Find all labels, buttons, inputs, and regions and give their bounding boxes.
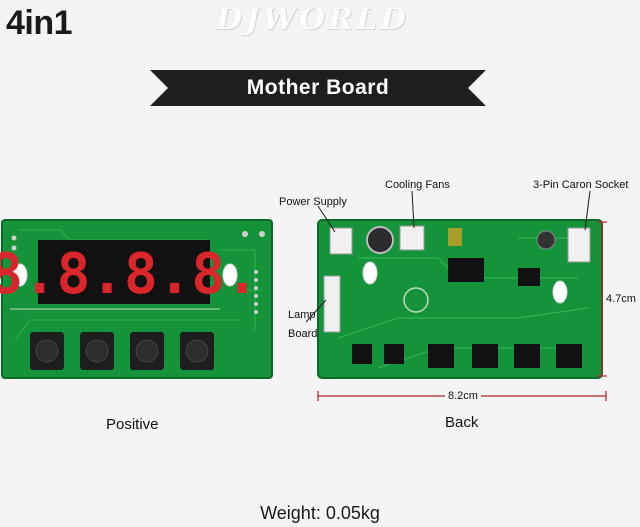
led-display: [38, 240, 210, 304]
front-pcb-image: 8.8.8.8.: [0, 219, 273, 379]
caption-positive: Positive: [106, 416, 159, 433]
label-caron-socket: 3-Pin Caron Socket: [533, 179, 629, 191]
dimension-height: 4.7cm: [606, 292, 636, 306]
led-digits: 8.8.8.8.: [0, 242, 259, 307]
label-power-supply: Power Supply: [279, 196, 347, 208]
dimension-width: 8.2cm: [445, 390, 481, 402]
page-title: 4in1: [6, 4, 73, 42]
dimension-lines: [317, 221, 607, 401]
caron-socket: [567, 227, 591, 263]
label-cooling-fans: Cooling Fans: [385, 179, 450, 191]
mount-hole-right: [222, 263, 238, 287]
label-board: Board: [288, 328, 318, 340]
fan-connector: [399, 225, 425, 251]
banner-title: Mother Board: [246, 76, 390, 99]
push-buttons: [30, 332, 214, 370]
watermark-text: DJWORLD: [216, 2, 410, 37]
lamp-connector: [323, 275, 341, 333]
back-pcb-image: [317, 219, 603, 379]
label-lamp: Lamp: [288, 309, 316, 321]
push-button-4: [180, 332, 214, 370]
power-connector: [329, 227, 353, 255]
section-banner: Mother Board: [150, 70, 486, 106]
banner-shape: [150, 70, 486, 106]
capacitor: [366, 226, 394, 254]
push-button-2: [80, 332, 114, 370]
push-button-1: [30, 332, 64, 370]
push-button-3: [130, 332, 164, 370]
ic-chip: [448, 258, 484, 282]
mount-hole-left: [12, 263, 28, 287]
caption-back: Back: [445, 414, 479, 431]
weight-text: Weight: 0.05kg: [260, 503, 380, 523]
transistors: [352, 344, 582, 368]
